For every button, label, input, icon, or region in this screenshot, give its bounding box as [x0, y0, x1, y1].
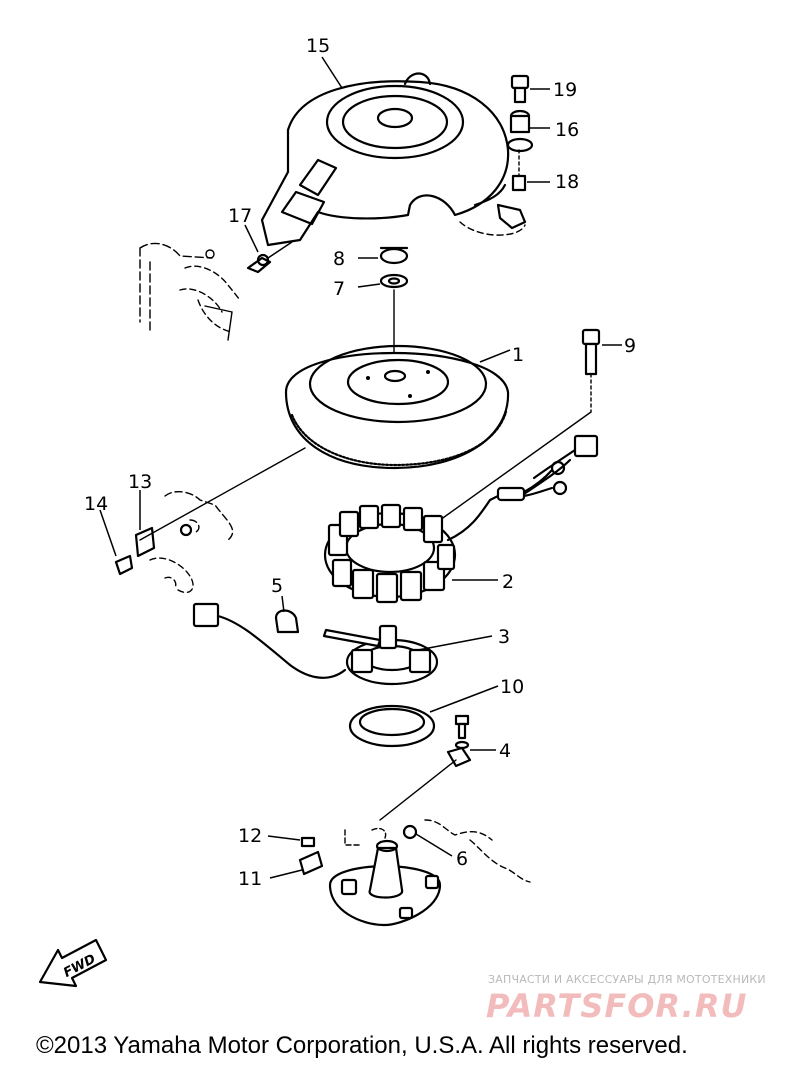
watermark-logo: PARTSFOR.RU	[486, 987, 748, 1025]
part-18-collar	[511, 149, 550, 192]
part-4-screw	[446, 714, 496, 768]
watermark-subtitle: ЗАПЧАСТИ И АКСЕССУАРЫ ДЛЯ МОТОТЕХНИКИ	[488, 973, 766, 986]
label-3: 3	[498, 626, 510, 648]
base-assembly	[328, 819, 531, 927]
part-16-grommet	[506, 109, 550, 153]
part-2-stator	[323, 434, 599, 604]
mounting-bracket-outline	[139, 242, 241, 341]
part-7-washer	[357, 273, 409, 289]
label-2: 2	[502, 571, 514, 593]
label-15: 15	[306, 35, 330, 57]
label-4: 4	[499, 740, 511, 762]
label-1: 1	[512, 344, 524, 366]
part-12-screw	[267, 835, 316, 848]
label-18: 18	[555, 171, 579, 193]
part-9-bolt	[581, 328, 622, 413]
part-13-plate	[134, 490, 156, 558]
bracket-outline-lower	[149, 490, 234, 594]
label-12: 12	[238, 825, 262, 847]
part-11-clamp	[269, 850, 324, 879]
label-10: 10	[500, 676, 524, 698]
part-labels: 15 19 16 18 17 8 7 9 1 13 14 2 5 3 10 4 …	[84, 35, 636, 890]
label-19: 19	[553, 79, 577, 101]
copyright-notice: ©2013 Yamaha Motor Corporation, U.S.A. A…	[36, 1032, 688, 1059]
part-3-pulser	[192, 602, 493, 686]
part-17-screw	[244, 224, 293, 274]
label-9: 9	[624, 335, 636, 357]
label-5: 5	[271, 575, 283, 597]
label-13: 13	[128, 471, 152, 493]
label-7: 7	[333, 278, 345, 300]
leader-flywheel-13	[139, 447, 306, 541]
label-8: 8	[333, 248, 345, 270]
leader-4	[379, 759, 457, 821]
label-16: 16	[555, 119, 579, 141]
part-14-screw	[99, 509, 134, 576]
part-19-bolt	[510, 74, 550, 104]
leader-9	[439, 411, 592, 521]
part-5-clamp	[274, 595, 300, 634]
label-14: 14	[84, 493, 108, 515]
part-15-flywheel-cover	[260, 72, 527, 247]
part-10-ring	[348, 685, 499, 748]
label-17: 17	[228, 205, 252, 227]
label-11: 11	[238, 868, 262, 890]
part-6-collar	[402, 824, 453, 857]
part-1-flywheel	[284, 344, 511, 470]
part-8-nut	[358, 246, 409, 265]
fwd-direction-arrow: FWD	[38, 938, 108, 988]
label-6: 6	[456, 848, 468, 870]
